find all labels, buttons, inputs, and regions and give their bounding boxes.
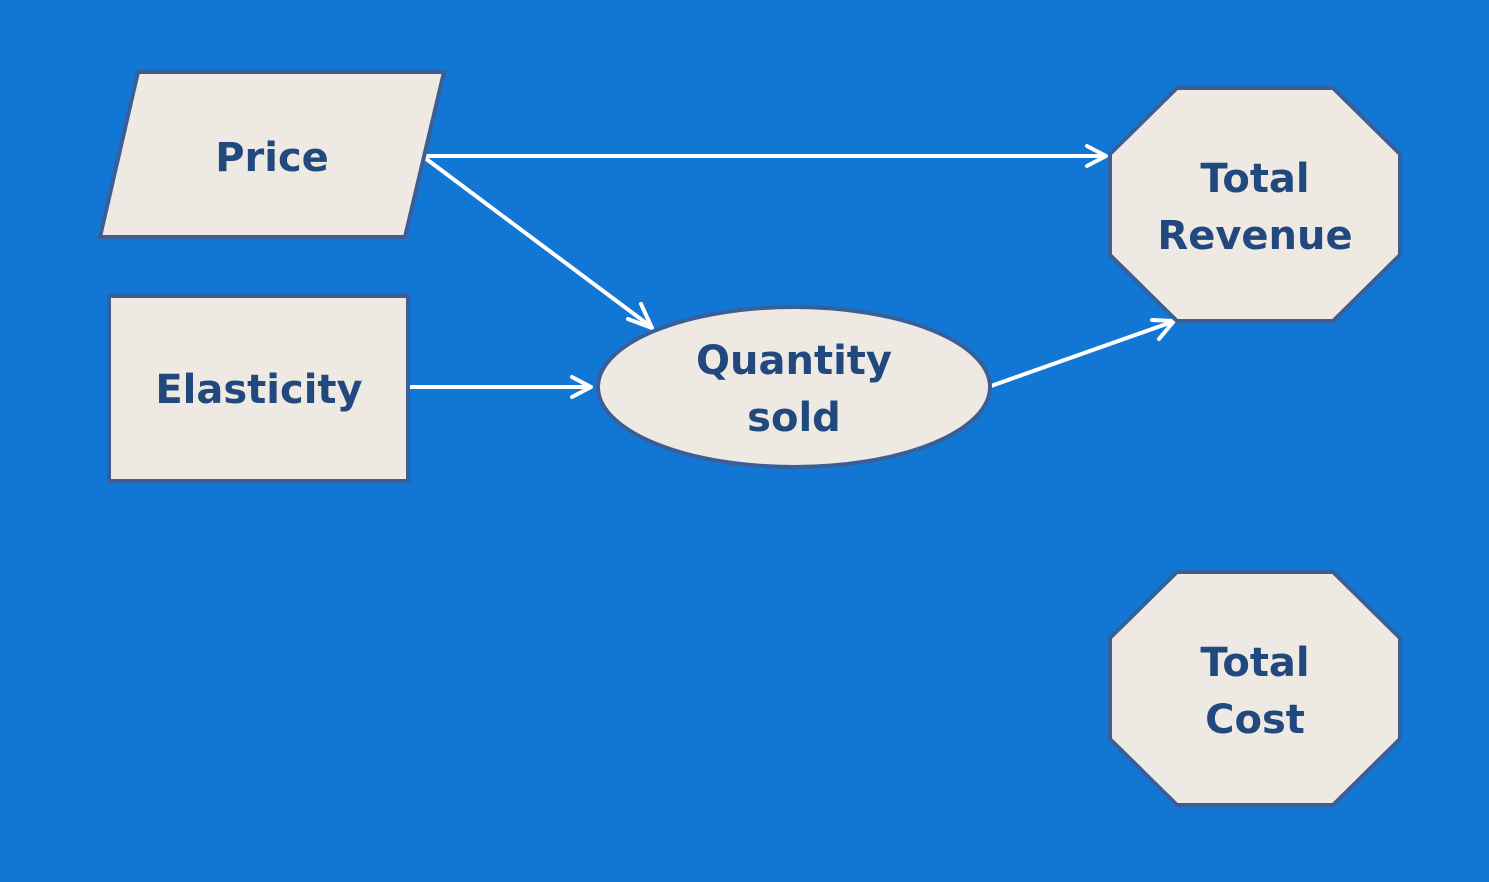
node-elasticity: Elasticity: [107, 294, 410, 483]
node-quantity-sold: Quantity sold: [596, 305, 992, 469]
edge-price-to-revenue: [423, 144, 1108, 168]
node-revenue-label-line2: Revenue: [1157, 213, 1352, 259]
node-elasticity-label: Elasticity: [155, 367, 362, 413]
edge-price-to-quantity: [423, 156, 654, 330]
node-price-label: Price: [215, 135, 329, 181]
node-cost-label-line2: Cost: [1205, 697, 1305, 743]
node-quantity-label-line1: Quantity: [696, 338, 892, 384]
node-revenue-label-line1: Total: [1200, 156, 1309, 202]
node-cost-label-line1: Total: [1200, 640, 1309, 686]
node-price: Price: [97, 70, 447, 239]
edge-quantity-to-revenue: [989, 318, 1176, 388]
edge-elasticity-to-quantity: [408, 375, 593, 399]
node-total-revenue: Total Revenue: [1108, 86, 1402, 323]
node-total-cost: Total Cost: [1108, 570, 1402, 807]
node-quantity-label-line2: sold: [747, 395, 841, 441]
